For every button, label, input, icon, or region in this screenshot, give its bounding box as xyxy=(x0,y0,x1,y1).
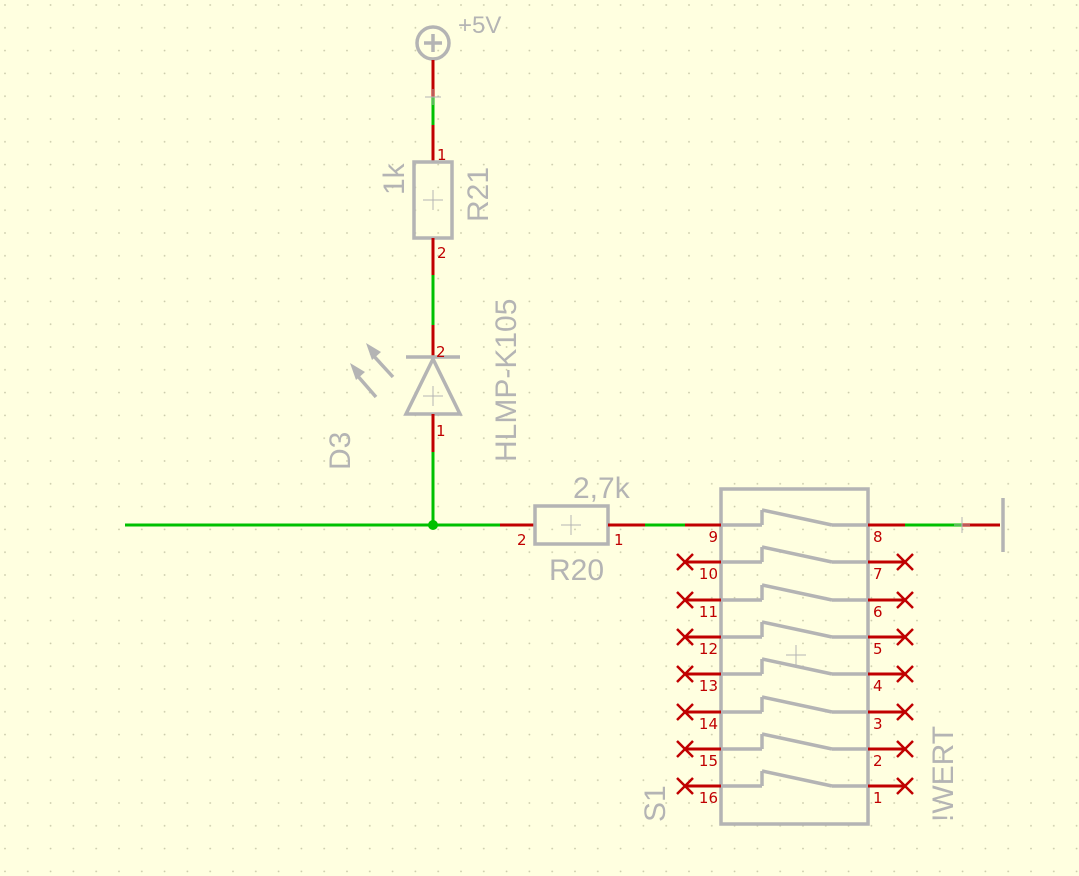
s1-pin-number-right: 1 xyxy=(873,789,883,807)
s1-nc-left-b xyxy=(676,703,694,721)
light-arrows-icon xyxy=(350,343,395,399)
s1-switch-blade xyxy=(761,508,833,527)
s1-nc-left-b xyxy=(676,553,694,571)
s1-switch-blade xyxy=(761,620,833,639)
dip-switch-s1[interactable]: 9 8 10 7 11 6 12 5 13 4 14 3 15 2 16 1 S1 !WERT xyxy=(639,487,960,826)
s1-pin-number-right: 6 xyxy=(873,603,883,621)
s1-pin-number-right: 2 xyxy=(873,752,883,770)
supply-label: +5V xyxy=(458,12,501,39)
led-d3[interactable]: 2 1 D3 HLMP-K105 xyxy=(324,299,523,470)
s1-switch-blade xyxy=(761,583,833,602)
supply-circle xyxy=(415,25,451,61)
r21-name: R21 xyxy=(462,167,495,222)
supply-symbol[interactable]: +5V xyxy=(415,12,501,125)
s1-pin-number-right: 7 xyxy=(873,565,883,583)
junction-dot[interactable] xyxy=(428,520,438,530)
s1-pin-number-left: 13 xyxy=(699,677,718,695)
r20-value: 2,7k xyxy=(573,472,631,505)
s1-name: S1 xyxy=(639,785,672,822)
s1-nc-left-b xyxy=(676,665,694,683)
s1-pin-number-left: 15 xyxy=(699,752,718,770)
s1-pin-number-left: 9 xyxy=(708,528,718,546)
r21-pin1-number: 1 xyxy=(437,146,447,164)
s1-nc-right-b xyxy=(896,740,914,758)
s1-switch-blade xyxy=(761,657,833,676)
s1-nc-right-b xyxy=(896,665,914,683)
s1-switch-blade xyxy=(761,732,833,751)
r20-name: R20 xyxy=(549,554,604,587)
s1-pin-number-left: 16 xyxy=(699,789,718,807)
resistor-r20[interactable]: 2 1 2,7k R20 xyxy=(500,472,645,587)
d3-value: HLMP-K105 xyxy=(490,299,523,462)
s1-pin-number-right: 5 xyxy=(873,640,883,658)
s1-pin-number-left: 12 xyxy=(699,640,718,658)
s1-pin-number-left: 14 xyxy=(699,715,718,733)
s1-pin-number-left: 10 xyxy=(699,565,718,583)
resistor-r21[interactable]: 1 2 1k R21 xyxy=(378,125,495,275)
d3-pin1-number: 1 xyxy=(436,422,446,440)
s1-pin-number-right: 8 xyxy=(873,528,883,546)
r20-pin1-number: 1 xyxy=(614,531,624,549)
s1-switch-blade xyxy=(761,695,833,714)
s1-nc-right-b xyxy=(896,591,914,609)
s1-pin-number-right: 3 xyxy=(873,715,883,733)
r21-pin2-number: 2 xyxy=(437,244,447,262)
s1-value: !WERT xyxy=(927,726,960,822)
s1-pin-number-left: 11 xyxy=(699,603,718,621)
s1-nc-left-b xyxy=(676,628,694,646)
d3-pin2-number: 2 xyxy=(436,343,446,361)
s1-body xyxy=(719,487,870,826)
d3-name: D3 xyxy=(324,432,357,470)
s1-nc-left-b xyxy=(676,740,694,758)
ground-symbol[interactable] xyxy=(954,498,1005,552)
s1-nc-right-b xyxy=(896,553,914,571)
s1-switch-blade xyxy=(761,545,833,564)
r20-pin2-number: 2 xyxy=(517,531,527,549)
s1-nc-left-b xyxy=(676,777,694,795)
s1-nc-right-b xyxy=(896,777,914,795)
r21-value: 1k xyxy=(378,162,411,195)
s1-nc-right-b xyxy=(896,703,914,721)
s1-nc-right-b xyxy=(896,628,914,646)
s1-pin-number-right: 4 xyxy=(873,677,883,695)
s1-switch-blade xyxy=(761,769,833,788)
s1-nc-left-b xyxy=(676,591,694,609)
